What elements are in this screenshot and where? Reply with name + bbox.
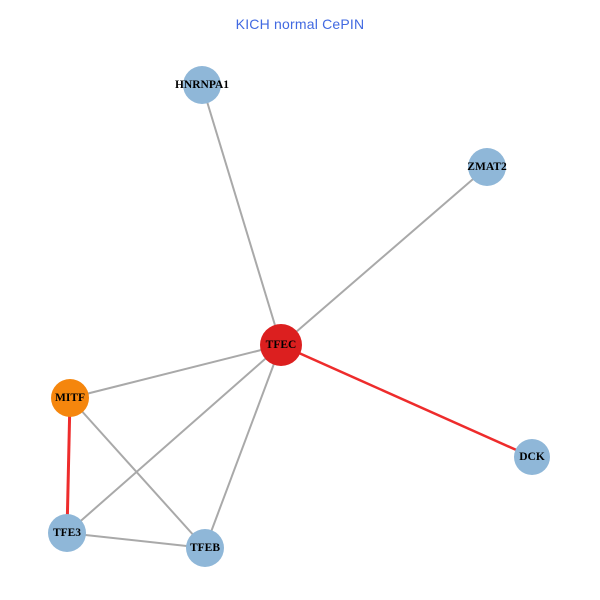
node-label-tfe3: TFE3: [53, 527, 81, 539]
edge-tfec-mitf: [69, 344, 282, 399]
edge-zmat2-tfec: [280, 166, 488, 346]
node-group-tfeb: TFEB: [186, 529, 224, 567]
node-group-mitf: MITF: [51, 379, 89, 417]
node-group-hnrnpa1: HNRNPA1: [175, 66, 229, 104]
edge-tfec-tfe3: [66, 344, 282, 534]
edge-tfec-tfeb: [204, 344, 282, 549]
node-label-tfec: TFEC: [266, 339, 297, 351]
node-circle-hnrnpa1: [183, 66, 221, 104]
node-label-tfeb: TFEB: [190, 542, 220, 554]
edge-mitf-tfe3: [65, 397, 72, 534]
node-circle-mitf: [51, 379, 89, 417]
edge-tfec-dck: [280, 343, 533, 459]
edge-hnrnpa1-tfec: [201, 84, 282, 346]
node-label-mitf: MITF: [55, 392, 85, 404]
edge-tfe3-tfeb: [66, 532, 206, 549]
node-circle-tfec: [260, 324, 302, 366]
node-group-dck: DCK: [514, 439, 550, 475]
node-circle-zmat2: [468, 148, 506, 186]
node-label-dck: DCK: [519, 451, 545, 463]
node-circle-tfeb: [186, 529, 224, 567]
node-label-hnrnpa1: HNRNPA1: [175, 79, 229, 91]
node-label-zmat2: ZMAT2: [467, 161, 507, 173]
node-group-tfe3: TFE3: [48, 514, 86, 552]
node-group-zmat2: ZMAT2: [467, 148, 507, 186]
node-group-tfec: TFEC: [260, 324, 302, 366]
figure-title: KICH normal CePIN: [235, 16, 365, 32]
node-circle-tfe3: [48, 514, 86, 552]
node-circle-dck: [514, 439, 550, 475]
edge-mitf-tfeb: [69, 397, 206, 549]
